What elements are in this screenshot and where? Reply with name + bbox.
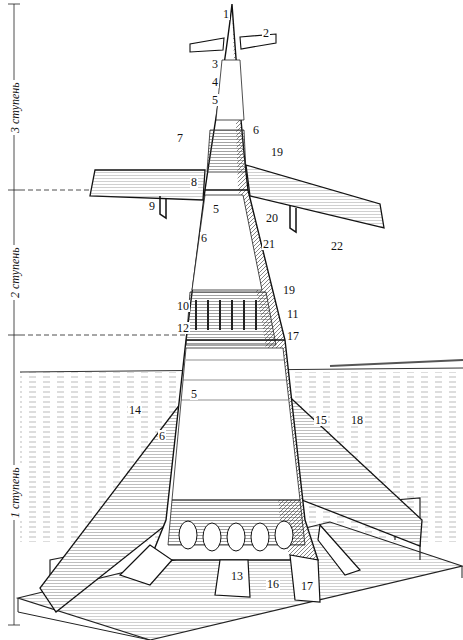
callout-number: 18 [350, 414, 364, 426]
callout-number: 4 [211, 76, 219, 88]
callout-number: 16 [266, 578, 280, 590]
callout-number: 6 [158, 430, 166, 442]
stage-label: 2 ступень [8, 245, 22, 300]
callout-number: 5 [211, 94, 219, 106]
callout-number: 14 [128, 404, 142, 416]
callout-number: 12 [176, 322, 190, 334]
callout-number: 3 [211, 58, 219, 70]
callout-number: 21 [262, 238, 276, 250]
callout-number: 1 [222, 8, 230, 20]
callout-number: 17 [286, 330, 300, 342]
callout-number: 11 [286, 308, 300, 320]
callout-number: 22 [330, 240, 344, 252]
callout-number: 5 [212, 203, 220, 215]
callout-number: 20 [265, 212, 279, 224]
callout-number: 13 [230, 570, 244, 582]
callout-number: 7 [176, 132, 184, 144]
callout-number: 6 [200, 232, 208, 244]
stage-label: 3 ступень [8, 80, 22, 135]
callout-number: 2 [262, 27, 270, 39]
callout-number: 6 [252, 124, 260, 136]
callout-number: 10 [176, 300, 190, 312]
callout-number: 19 [282, 284, 296, 296]
callout-number: 19 [270, 146, 284, 158]
callout-number: 8 [190, 176, 198, 188]
stage-label: 1 ступень [8, 465, 22, 520]
callout-number: 17 [300, 580, 314, 592]
callout-number: 15 [314, 414, 328, 426]
callout-number: 5 [190, 388, 198, 400]
callout-number: 9 [148, 200, 156, 212]
